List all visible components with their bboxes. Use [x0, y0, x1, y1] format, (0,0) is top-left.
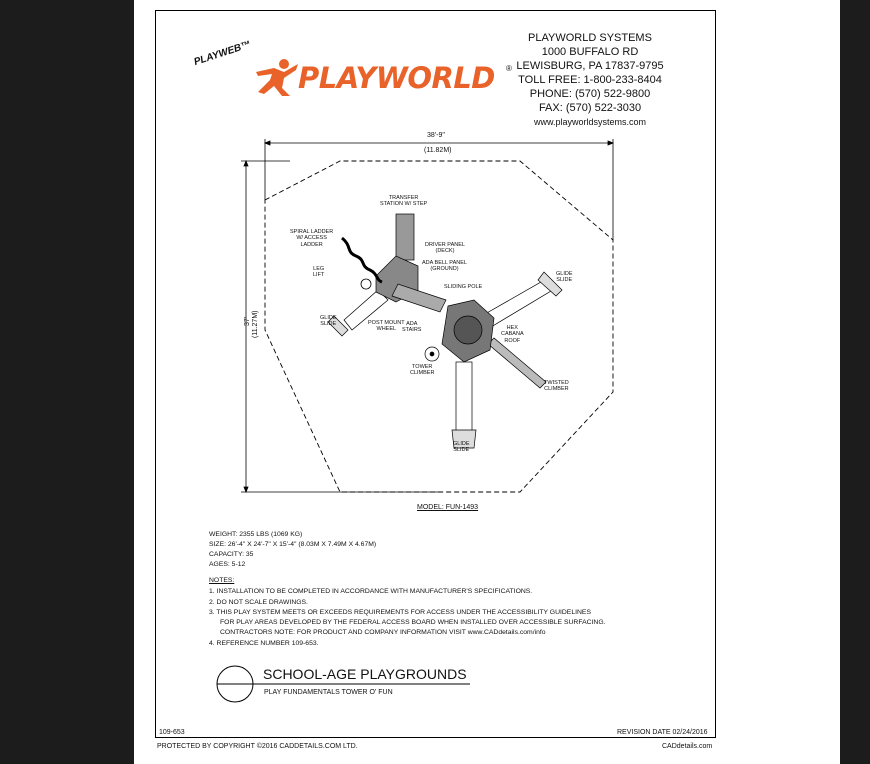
reference-number: 109-653: [159, 729, 185, 736]
glide-slide-bottom: [455, 361, 473, 433]
dimension-height-metric: (11.27M): [252, 310, 259, 339]
glide-slide-left: [343, 289, 389, 331]
website: www.playworldsystems.com: [533, 117, 647, 127]
spec-ages: AGES: 5-12: [209, 561, 246, 568]
spec-size: SIZE: 26'-4" X 24'-7" X 15'-4" (8.03M X …: [209, 541, 377, 548]
dimension-height: 37': [244, 316, 251, 326]
label-transfer-station: TRANSFER STATION W/ STEP: [380, 195, 428, 208]
title-block-symbol: [216, 665, 470, 703]
address-line-1: 1000 BUFFALO RD: [541, 46, 639, 58]
label-tower-climber: TOWER CLIMBER: [410, 364, 435, 377]
note-3a: 3. THIS PLAY SYSTEM MEETS OR EXCEEDS REQ…: [209, 609, 591, 616]
label-sliding-pole: SLIDING POLE: [444, 284, 483, 290]
label-glide-slide-right: GLIDE SLIDE: [556, 271, 573, 284]
dimension-width: 38'-9": [427, 132, 445, 139]
spiral-ladder: [340, 236, 383, 284]
note-2: 2. DO NOT SCALE DRAWINGS.: [209, 599, 308, 606]
company-name: PLAYWORLD SYSTEMS: [528, 32, 652, 44]
note-4: 4. REFERENCE NUMBER 109-653.: [209, 640, 319, 647]
fax: FAX: (570) 522-3030: [538, 102, 642, 114]
playworld-logo-text: PLAYWORLD: [298, 61, 495, 95]
label-glide-slide-left: GLIDE SLIDE: [320, 315, 337, 328]
label-spiral-ladder: SPIRAL LADDER W/ ACCESS LADDER: [290, 229, 334, 248]
label-twisted-climber: TWISTED CLIMBER: [544, 380, 569, 393]
note-1: 1. INSTALLATION TO BE COMPLETED IN ACCOR…: [209, 588, 533, 595]
label-leg-lift: LEG LIFT: [313, 266, 325, 279]
label-hex-cabana-roof: HEX CABANA ROOF: [501, 325, 524, 344]
title-block-title: SCHOOL-AGE PLAYGROUNDS: [263, 666, 467, 682]
revision-date: REVISION DATE 02/24/2016: [617, 729, 708, 736]
dimension-width-metric: (11.82M): [424, 147, 452, 154]
label-glide-slide-bottom: GLIDE SLIDE: [453, 441, 470, 454]
label-post-mount-wheel: POST MOUNT WHEEL: [368, 320, 405, 333]
label-ada-stairs: ADA STAIRS: [402, 321, 422, 334]
leg-lift: [360, 278, 372, 290]
label-driver-panel: DRIVER PANEL (DECK): [425, 242, 465, 255]
registered-mark: ®: [506, 64, 512, 73]
twisted-climber: [487, 337, 547, 389]
address-line-2: LEWISBURG, PA 17837-9795: [516, 60, 664, 72]
bridge: [391, 283, 447, 313]
title-block-subtitle: PLAY FUNDAMENTALS TOWER O' FUN: [264, 689, 393, 696]
spec-weight: WEIGHT: 2355 LBS (1069 KG): [209, 531, 303, 538]
note-3c: CONTRACTORS NOTE: FOR PRODUCT AND COMPAN…: [220, 629, 546, 636]
toll-free: TOLL FREE: 1-800-233-8404: [518, 74, 662, 86]
transfer-station: [395, 213, 415, 261]
note-3b: FOR PLAY AREAS DEVELOPED BY THE FEDERAL …: [220, 619, 606, 626]
phone: PHONE: (570) 522-9800: [529, 88, 651, 100]
spec-capacity: CAPACITY: 35: [209, 551, 254, 558]
notes-heading: NOTES:: [209, 577, 235, 584]
caddetails-link[interactable]: CADdetails.com: [662, 743, 713, 750]
sheet-border: [155, 10, 716, 738]
model-number: MODEL: FUN-1493: [417, 504, 479, 511]
document-page: [134, 0, 840, 764]
playworld-figure-icon: [256, 59, 298, 96]
copyright: PROTECTED BY COPYRIGHT ©2016 CADDETAILS.…: [157, 743, 358, 750]
label-ada-bell-panel: ADA BELL PANEL (GROUND): [422, 260, 467, 273]
use-zone-outline: [264, 160, 614, 493]
